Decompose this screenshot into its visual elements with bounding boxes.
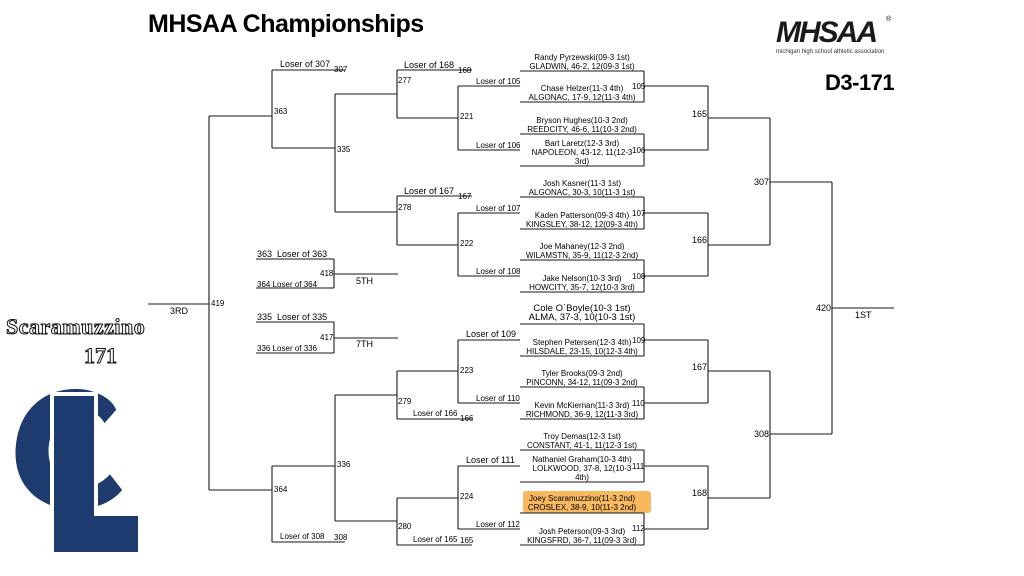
consolation-label: Loser of 168 <box>404 60 455 70</box>
bout-number: 223 <box>460 366 474 375</box>
entry-10: Stephen Petersen(12-3 4th)HILSDALE, 23-1… <box>526 338 638 356</box>
consolation-label: Loser of 165 <box>413 535 458 544</box>
entry-13: Troy Demas(12-3 1st)CONSTANT, 41-1, 11(1… <box>527 432 637 450</box>
consolation-label: Loser of 106 <box>476 141 521 150</box>
consolation-label: Loser of 112 <box>476 520 520 529</box>
registered-mark: ® <box>886 16 892 23</box>
weight-class-label: D3-171 <box>825 70 895 95</box>
seventh-place-seed: 336 Loser of 336 <box>257 344 318 353</box>
bout-number: 106 <box>632 146 646 155</box>
consolation-label: Loser of 111 <box>466 455 515 465</box>
place-label-7th: 7TH <box>356 339 374 349</box>
bout-number: 167 <box>692 362 708 372</box>
bout-number: 165 <box>460 536 474 545</box>
entry-11: Tyler Brooks(09-3 2nd)PINCONN, 34-12, 11… <box>526 369 638 387</box>
consolation-label: Loser of 307 <box>280 59 331 69</box>
bout-number: 307 <box>754 177 770 187</box>
entry-3: Bryson Hughes(10-3 2nd)REEDCITY, 46-6, 1… <box>527 116 637 134</box>
bout-number: 167 <box>458 192 472 201</box>
bout-number: 224 <box>460 492 474 501</box>
entry-12: Kevin McKiernan(11-3 3rd)RICHMOND, 36-9,… <box>525 401 639 419</box>
consolation-label: Loser of 110 <box>476 394 520 403</box>
bout-number: 307 <box>334 65 348 74</box>
featured-wrestler-name: Scaramuzzino <box>5 314 146 340</box>
consolation-label: Loser of 105 <box>476 77 521 86</box>
bout-number: 109 <box>632 336 646 345</box>
place-label-1st: 1ST <box>855 310 872 320</box>
school-logo-cl: CL <box>12 386 142 556</box>
fifth-place-seed: 363 Loser of 363 <box>257 249 328 259</box>
entry-15-featured: Joey Scaramuzzino(11-3 2nd)CROSLEX, 38-9… <box>527 494 637 512</box>
bout-number: 110 <box>632 399 645 408</box>
bout-number: 308 <box>334 533 348 542</box>
entry-2: Chase Helzer(11-3 4th)ALGONAC, 17-9, 12(… <box>528 84 636 102</box>
entry-14: Nathaniel Graham(10-3 4th)LOLKWOOD, 37-8… <box>532 455 632 482</box>
bout-number: 108 <box>632 272 646 281</box>
bout-number: 364 <box>274 485 288 494</box>
entry-16: Josh Peterson(09-3 3rd)KINGSFRD, 36-7, 1… <box>527 527 637 545</box>
bout-number: 279 <box>398 397 412 406</box>
mhsaa-logo-text: MHSAA <box>776 16 878 49</box>
entry-9: Cole O`Boyle(10-3 1st)ALMA, 37-3, 10(10-… <box>528 303 636 323</box>
bout-number: 417 <box>320 333 334 342</box>
mhsaa-logo: MHSAA ® michigan high school athletic as… <box>776 16 894 55</box>
bout-number: 166 <box>692 235 708 245</box>
bout-number: 111 <box>632 462 645 471</box>
consolation-label: Loser of 108 <box>476 267 521 276</box>
entry-7: Joe Mahaney(12-3 2nd)WILAMSTN, 35-9, 11(… <box>525 242 639 260</box>
entry-5: Josh Kasner(11-3 1st)ALGONAC, 30-3, 10(1… <box>528 179 636 197</box>
bout-number: 419 <box>211 299 225 308</box>
bout-number: 168 <box>458 66 472 75</box>
bout-number: 107 <box>632 209 646 218</box>
consolation-label: Loser of 109 <box>466 329 517 339</box>
bout-number: 420 <box>816 303 832 313</box>
page-title: MHSAA Championships <box>148 10 424 38</box>
bout-number: 165 <box>692 109 708 119</box>
featured-wrestler-weight: 171 <box>84 343 118 369</box>
bout-number: 308 <box>754 429 770 439</box>
bout-number: 335 <box>337 145 351 154</box>
bout-number: 418 <box>320 269 334 278</box>
consolation-label: Loser of 167 <box>404 186 455 196</box>
fifth-place-seed: 364 Loser of 364 <box>257 280 318 289</box>
place-label-5th: 5TH <box>356 276 374 286</box>
bout-number: 105 <box>632 82 646 91</box>
entry-8: Jake Nelson(10-3 3rd)HOWCITY, 35-7, 12(1… <box>529 274 635 292</box>
featured-entry-highlight <box>523 491 651 513</box>
seventh-place-seed: 335 Loser of 335 <box>257 312 328 322</box>
bout-number: 168 <box>692 488 708 498</box>
mhsaa-tagline: michigan high school athletic associatio… <box>776 49 885 55</box>
consolation-label: Loser of 308 <box>280 532 325 541</box>
consolation-label: Loser of 107 <box>476 204 521 213</box>
bout-number: 166 <box>460 414 474 423</box>
bout-number: 278 <box>398 203 412 212</box>
consolation-label: Loser of 166 <box>413 409 458 418</box>
entry-6: Kaden Patterson(09-3 4th)KINGSLEY, 38-12… <box>526 211 638 229</box>
place-label-3rd: 3RD <box>170 306 189 316</box>
bout-number: 363 <box>274 107 288 116</box>
bout-number: 336 <box>337 460 351 469</box>
bout-number: 112 <box>632 524 645 533</box>
bout-number: 221 <box>460 112 474 121</box>
bout-number: 222 <box>460 239 474 248</box>
entry-4: Bart Laretz(12-3 3rd)NAPOLEON, 43-12, 11… <box>531 139 633 166</box>
entry-1: Randy Pyrzewski(09-3 1st)GLADWIN, 46-2, … <box>529 53 635 71</box>
bout-number: 277 <box>398 76 412 85</box>
bout-number: 280 <box>398 522 412 531</box>
